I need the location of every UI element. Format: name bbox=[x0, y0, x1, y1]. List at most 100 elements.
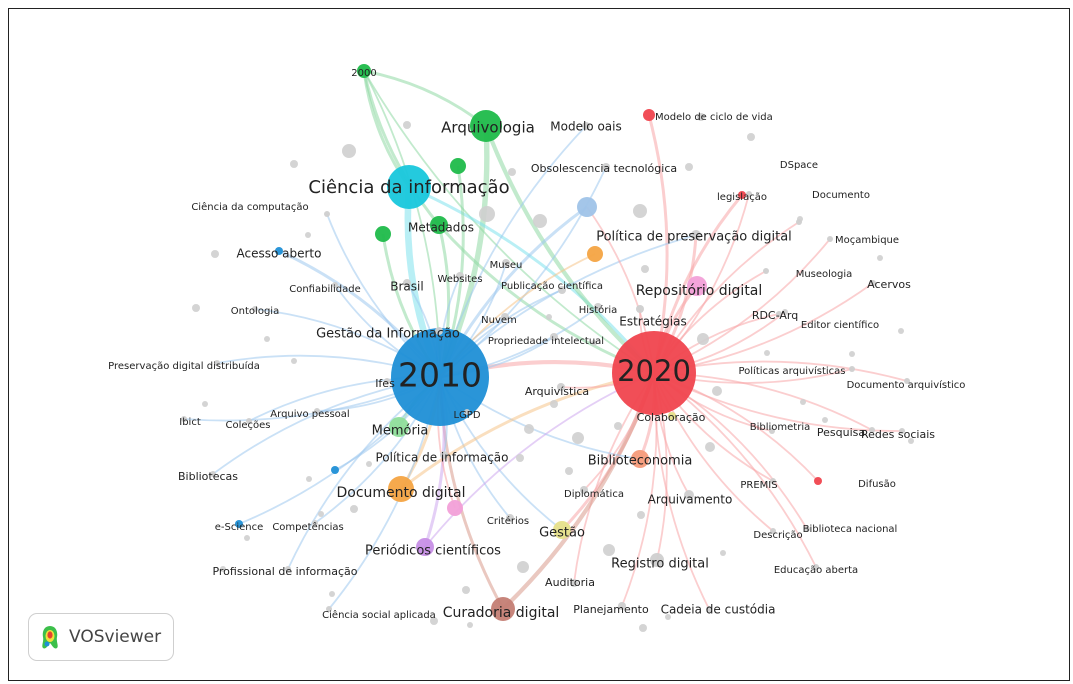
network-node-unlabeled[interactable] bbox=[291, 358, 297, 364]
network-node-unlabeled[interactable] bbox=[712, 386, 722, 396]
network-node-presdist[interactable] bbox=[214, 360, 220, 366]
network-node-competen[interactable] bbox=[312, 520, 318, 526]
network-node-unlabeled[interactable] bbox=[211, 250, 219, 258]
network-node-unlabeled[interactable] bbox=[822, 417, 828, 423]
network-node-ibict[interactable] bbox=[181, 416, 187, 422]
network-node-y2000[interactable] bbox=[357, 64, 371, 78]
network-node-legis[interactable] bbox=[738, 191, 746, 199]
network-node-premis[interactable] bbox=[770, 478, 776, 484]
network-node-obsol[interactable] bbox=[602, 163, 610, 171]
network-node-ifes[interactable] bbox=[384, 378, 390, 384]
network-node-cienccomp[interactable] bbox=[324, 211, 330, 217]
network-node-period[interactable] bbox=[416, 538, 434, 556]
network-node-unlabeled[interactable] bbox=[524, 424, 534, 434]
network-node-blue2[interactable] bbox=[331, 466, 339, 474]
network-node-unlabeled[interactable] bbox=[220, 566, 226, 572]
network-node-unlabeled[interactable] bbox=[318, 511, 324, 517]
network-node-unlabeled[interactable] bbox=[637, 511, 645, 519]
network-node-descr[interactable] bbox=[770, 528, 776, 534]
network-node-g1[interactable] bbox=[450, 158, 466, 174]
network-node-unlabeled[interactable] bbox=[641, 265, 649, 273]
network-node-n2020[interactable] bbox=[612, 331, 696, 415]
network-node-gestao[interactable] bbox=[553, 521, 571, 539]
network-node-unlabeled[interactable] bbox=[479, 206, 495, 222]
network-node-diplom[interactable] bbox=[580, 486, 588, 494]
network-node-arqpess[interactable] bbox=[314, 408, 320, 414]
network-node-unlabeled[interactable] bbox=[705, 442, 715, 452]
network-node-unlabeled[interactable] bbox=[533, 214, 547, 228]
network-node-pink2[interactable] bbox=[447, 500, 463, 516]
network-node-bibliotecas[interactable] bbox=[210, 471, 216, 477]
network-node-unlabeled[interactable] bbox=[350, 505, 358, 513]
network-node-docum[interactable] bbox=[796, 219, 802, 225]
network-node-politarq[interactable] bbox=[849, 366, 855, 372]
network-node-arquivam[interactable] bbox=[684, 490, 694, 500]
network-node-bibliot[interactable] bbox=[631, 450, 649, 468]
network-node-repdig[interactable] bbox=[687, 276, 707, 296]
network-node-propint[interactable] bbox=[550, 333, 558, 341]
network-node-unlabeled[interactable] bbox=[697, 113, 705, 121]
network-node-gestinf[interactable] bbox=[435, 327, 443, 335]
network-node-confiab[interactable] bbox=[332, 282, 338, 288]
network-node-unlabeled[interactable] bbox=[305, 232, 311, 238]
network-node-redes[interactable] bbox=[899, 428, 905, 434]
network-node-difusao[interactable] bbox=[814, 477, 822, 485]
network-node-unlabeled[interactable] bbox=[800, 399, 806, 405]
network-node-cadeia[interactable] bbox=[706, 606, 712, 612]
network-node-arquivist[interactable] bbox=[557, 383, 565, 391]
network-node-unlabeled[interactable] bbox=[546, 314, 552, 320]
network-node-acesso[interactable] bbox=[275, 247, 283, 255]
network-node-unlabeled[interactable] bbox=[665, 614, 671, 620]
network-node-websites[interactable] bbox=[456, 272, 464, 280]
network-node-unlabeled[interactable] bbox=[685, 163, 693, 171]
network-node-profinf[interactable] bbox=[285, 566, 291, 572]
network-node-meta[interactable] bbox=[430, 216, 448, 234]
network-node-memoria[interactable] bbox=[389, 417, 409, 437]
network-node-unlabeled[interactable] bbox=[462, 586, 470, 594]
network-node-historia[interactable] bbox=[594, 303, 602, 311]
network-node-docdig[interactable] bbox=[388, 476, 414, 502]
network-node-bibnac[interactable] bbox=[804, 526, 810, 532]
network-node-criter[interactable] bbox=[506, 514, 514, 522]
network-node-nuvem[interactable] bbox=[501, 313, 509, 321]
network-node-educab[interactable] bbox=[813, 564, 819, 570]
network-node-unlabeled[interactable] bbox=[342, 144, 356, 158]
network-node-colab[interactable] bbox=[668, 412, 676, 420]
network-node-brasil[interactable] bbox=[403, 279, 411, 287]
network-node-cienssoc[interactable] bbox=[326, 606, 332, 612]
network-node-estrat[interactable] bbox=[636, 305, 644, 313]
network-node-auditor[interactable] bbox=[570, 579, 578, 587]
network-node-unlabeled[interactable] bbox=[192, 304, 200, 312]
network-node-unlabeled[interactable] bbox=[603, 544, 615, 556]
network-node-unlabeled[interactable] bbox=[264, 336, 270, 342]
network-node-polpres[interactable] bbox=[691, 230, 701, 240]
network-node-ontol[interactable] bbox=[252, 306, 258, 312]
network-node-mocamb[interactable] bbox=[827, 236, 833, 242]
network-node-unlabeled[interactable] bbox=[633, 204, 647, 218]
network-node-unlabeled[interactable] bbox=[202, 401, 208, 407]
network-node-escience[interactable] bbox=[235, 520, 243, 528]
network-node-curad[interactable] bbox=[491, 597, 515, 621]
network-node-lgpd[interactable] bbox=[464, 409, 470, 415]
network-node-unlabeled[interactable] bbox=[516, 454, 524, 462]
network-node-unlabeled[interactable] bbox=[747, 133, 755, 141]
network-node-unlabeled[interactable] bbox=[764, 350, 770, 356]
network-node-pesquisa[interactable] bbox=[869, 427, 875, 433]
network-node-docarq[interactable] bbox=[904, 378, 910, 384]
network-node-modciclo[interactable] bbox=[643, 109, 655, 121]
network-node-unlabeled[interactable] bbox=[697, 333, 709, 345]
network-node-modoais[interactable] bbox=[582, 122, 590, 130]
network-node-pubcient[interactable] bbox=[558, 286, 566, 294]
network-node-orange2[interactable] bbox=[587, 246, 603, 262]
network-node-unlabeled[interactable] bbox=[329, 591, 335, 597]
network-node-unlabeled[interactable] bbox=[467, 622, 473, 628]
network-node-unlabeled[interactable] bbox=[244, 535, 250, 541]
network-node-unlabeled[interactable] bbox=[572, 432, 584, 444]
network-node-arqv[interactable] bbox=[470, 110, 502, 142]
network-node-unlabeled[interactable] bbox=[550, 400, 558, 408]
network-node-unlabeled[interactable] bbox=[908, 438, 914, 444]
network-node-dspace[interactable] bbox=[746, 191, 752, 197]
network-node-unlabeled[interactable] bbox=[877, 255, 883, 261]
network-node-planej[interactable] bbox=[618, 602, 626, 610]
